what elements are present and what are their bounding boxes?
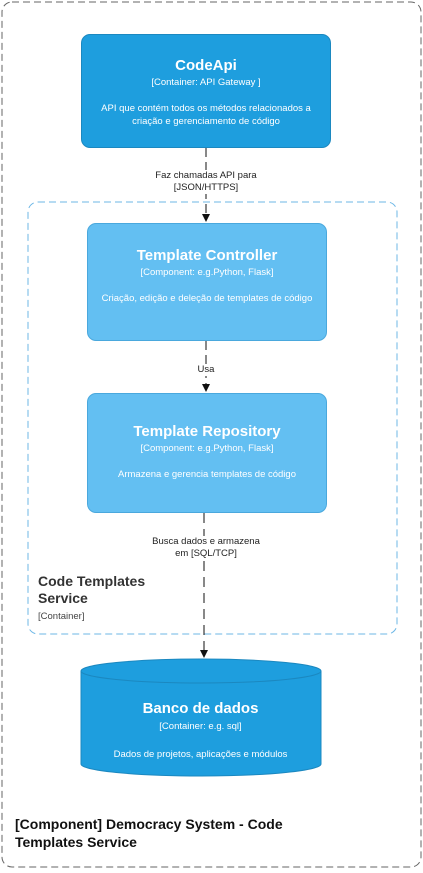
controller-title: Template Controller: [136, 247, 278, 264]
controller-description: Criação, edição e deleção de templates d…: [101, 293, 313, 304]
repository-subtitle: [Component: e.g.Python, Flask]: [140, 443, 274, 454]
codeapi-container: CodeApi [Container: API Gateway ] API qu…: [81, 34, 331, 148]
edge-label-api-to-controller: Faz chamadas API para [JSON/HTTPS]: [130, 170, 282, 194]
system-boundary-title: [Component] Democracy System - Code Temp…: [15, 816, 283, 850]
template-repository-component: Template Repository [Component: e.g.Pyth…: [87, 393, 327, 513]
repository-description: Armazena e gerencia templates de código: [118, 469, 296, 480]
template-controller-component: Template Controller [Component: e.g.Pyth…: [87, 223, 327, 341]
codeapi-description: API que contém todos os métodos relacion…: [101, 103, 311, 127]
service-boundary-title: Code Templates Service: [38, 573, 146, 606]
codeapi-subtitle: [Container: API Gateway ]: [151, 77, 261, 88]
controller-subtitle: [Component: e.g.Python, Flask]: [140, 267, 274, 278]
database-title: Banco de dados: [142, 700, 259, 717]
edge-label-repository-to-db: Busca dados e armazena em [SQL/TCP]: [150, 536, 262, 560]
database-cylinder: [80, 658, 322, 777]
codeapi-title: CodeApi: [175, 57, 237, 74]
service-boundary-tag: [Container]: [38, 611, 85, 622]
database-description: Dados de projetos, aplicações e módulos: [113, 749, 288, 760]
repository-title: Template Repository: [133, 423, 281, 440]
edge-label-controller-to-repository: Usa: [190, 364, 222, 376]
database-subtitle: [Container: e.g. sql]: [159, 721, 242, 732]
